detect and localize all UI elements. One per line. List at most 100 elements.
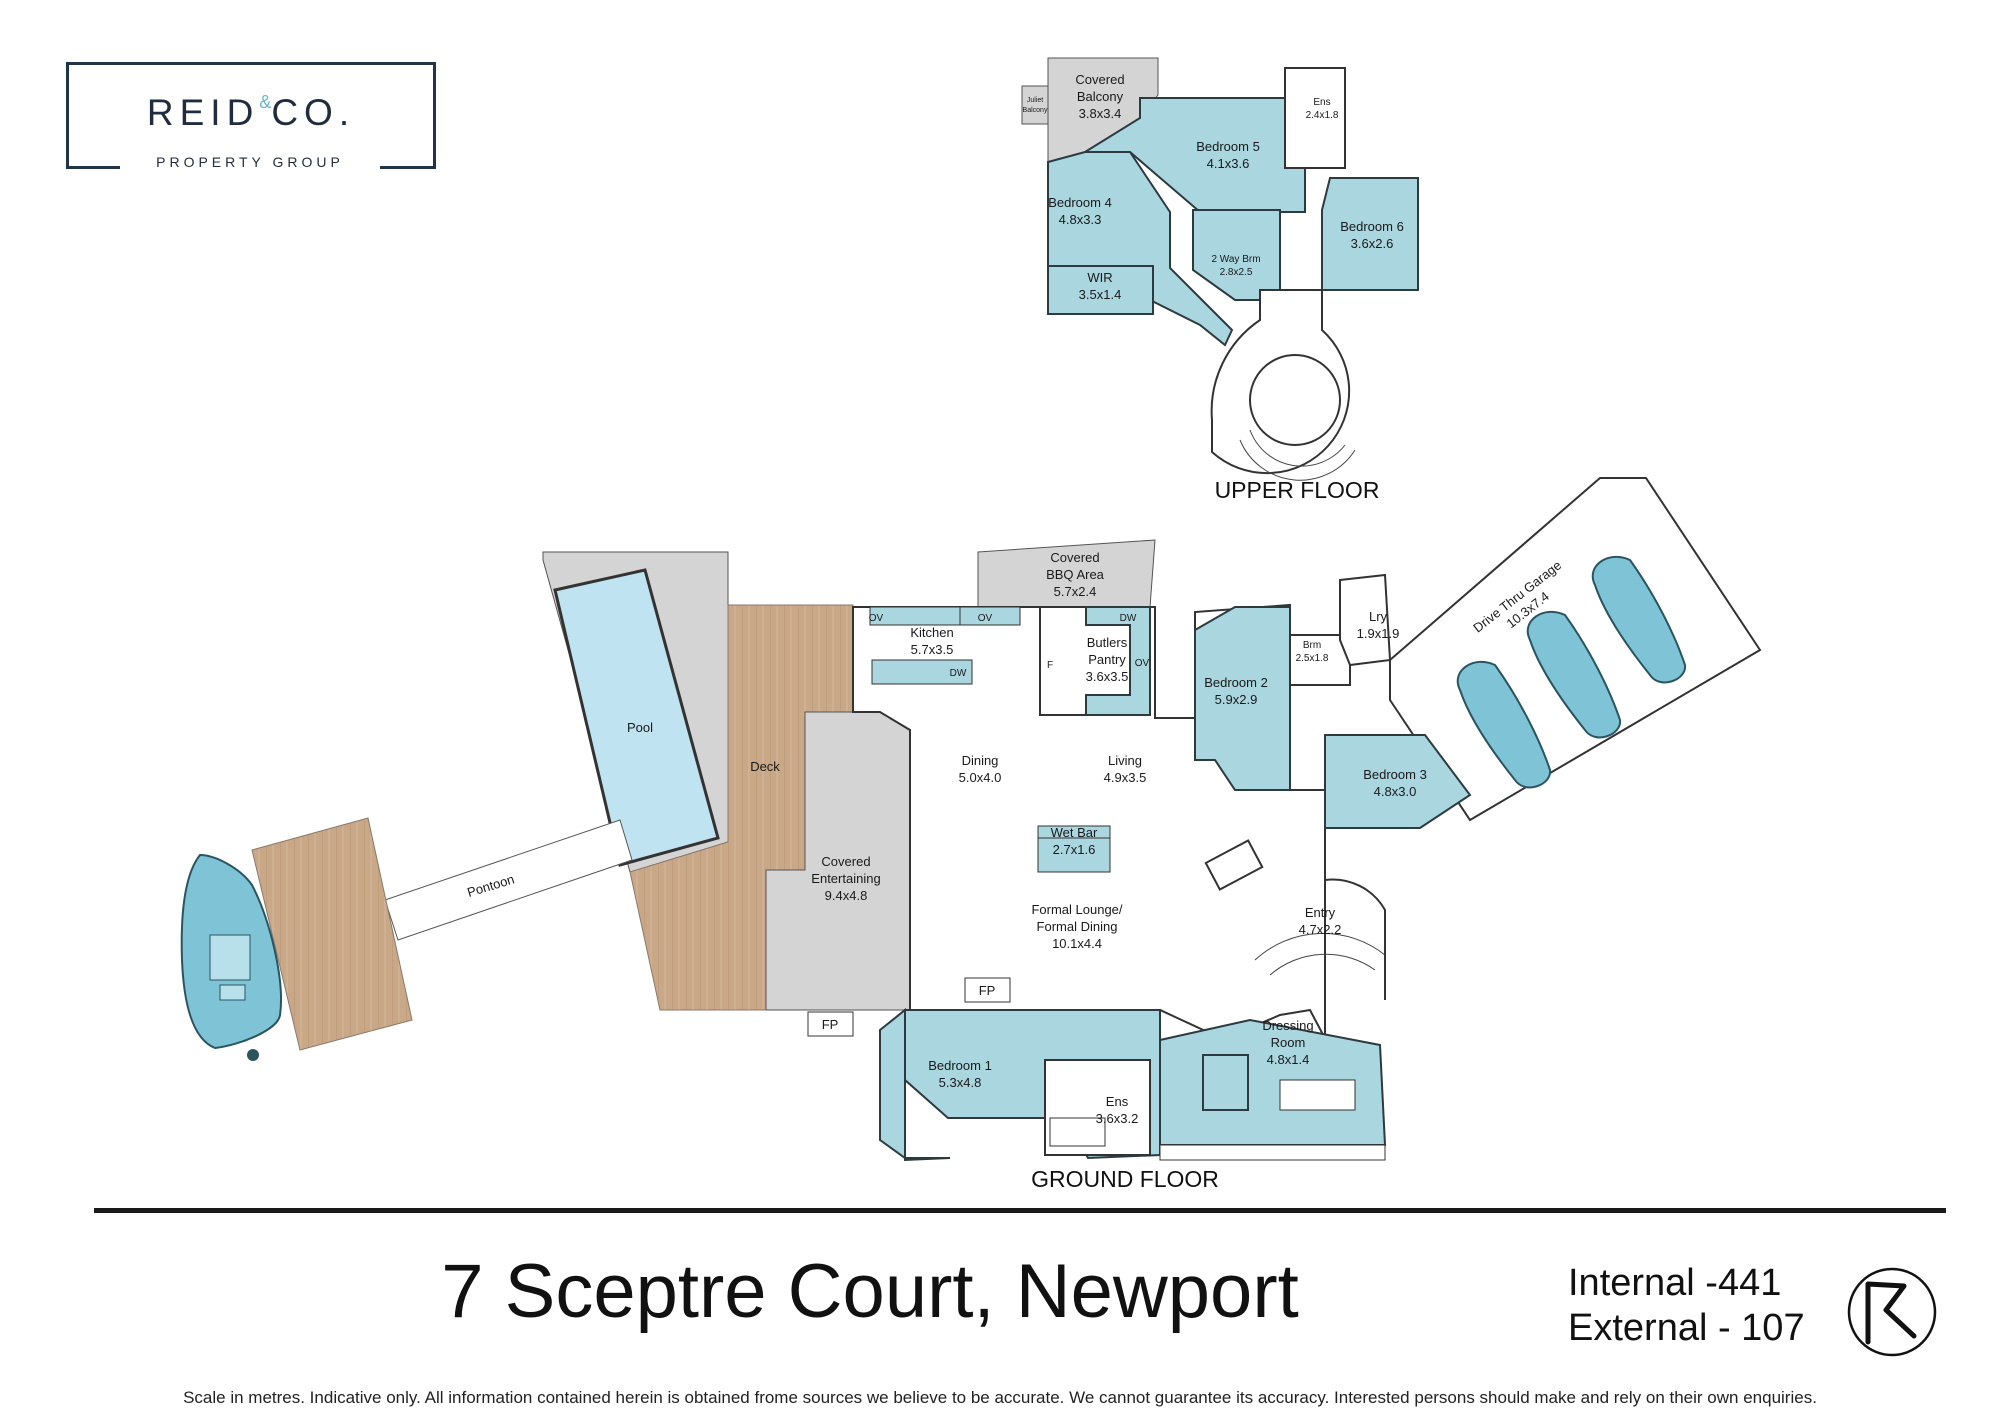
stair-well bbox=[1249, 354, 1341, 446]
property-address: 7 Sceptre Court, Newport bbox=[441, 1249, 1299, 1334]
fireplace-label-1: FP bbox=[979, 983, 996, 998]
two-way-brm-name: 2 Way Brm bbox=[1211, 254, 1260, 265]
compass-north-icon bbox=[1847, 1267, 1937, 1357]
car-icon bbox=[1456, 660, 1552, 789]
logo-frame-edge bbox=[433, 62, 436, 169]
dressing-name-1: Dressing bbox=[1262, 1018, 1313, 1033]
covered-entertaining-name-1: Covered bbox=[821, 854, 870, 869]
kitchen-island bbox=[871, 659, 973, 685]
entry-dim: 4.7x2.2 bbox=[1299, 922, 1342, 937]
stair-treads-2 bbox=[1239, 439, 1356, 481]
entry-curve-wall bbox=[1324, 878, 1386, 1000]
formal-name-2: Formal Dining bbox=[1037, 919, 1118, 934]
bedroom-1-name: Bedroom 1 bbox=[928, 1058, 992, 1073]
bedroom-2-dim: 5.9x2.9 bbox=[1215, 692, 1258, 707]
internal-area: Internal -441 bbox=[1568, 1262, 1782, 1304]
pontoon bbox=[384, 819, 633, 941]
dining-name: Dining bbox=[962, 753, 999, 768]
bathtub bbox=[1049, 1117, 1106, 1147]
disclaimer-text: Scale in metres. Indicative only. All in… bbox=[183, 1388, 1817, 1407]
dressing-dim: 4.8x1.4 bbox=[1267, 1052, 1310, 1067]
ens-upper-area bbox=[1284, 67, 1346, 169]
wir-area bbox=[1047, 265, 1154, 315]
bedroom-6-dim: 3.6x2.6 bbox=[1351, 236, 1394, 251]
dressing-room-area bbox=[1159, 1018, 1387, 1146]
lry-name: Lry bbox=[1369, 609, 1388, 624]
ens-1-dim: 3.6x3.2 bbox=[1096, 1111, 1139, 1126]
dishwasher-label-1: DW bbox=[950, 668, 967, 679]
formal-name-1: Formal Lounge/ bbox=[1031, 902, 1122, 917]
fridge-label: F bbox=[1047, 660, 1053, 671]
kitchen-back-bench bbox=[869, 606, 961, 626]
car-icon bbox=[1591, 555, 1687, 684]
bedroom-2-area bbox=[1194, 606, 1291, 791]
oven-label-3: OV bbox=[1135, 658, 1150, 669]
entry-stair bbox=[1254, 932, 1386, 961]
brand-name-right: CO. bbox=[271, 92, 356, 133]
ens-upper-name: Ens bbox=[1313, 97, 1330, 108]
covered-bbq-dim: 5.7x2.4 bbox=[1054, 584, 1097, 599]
jetty-deck bbox=[251, 817, 413, 1051]
entry-stair-2 bbox=[1269, 953, 1376, 976]
lry-dim: 1.9x1.9 bbox=[1357, 626, 1400, 641]
fireplace-indoor bbox=[964, 977, 1011, 1003]
living-name: Living bbox=[1108, 753, 1142, 768]
oven-label-1: OV bbox=[869, 613, 884, 624]
bedroom-3-name: Bedroom 3 bbox=[1363, 767, 1427, 782]
bedroom-6-name: Bedroom 6 bbox=[1340, 219, 1404, 234]
two-way-brm-area bbox=[1192, 209, 1281, 301]
brand-logo: REID&CO. bbox=[66, 92, 436, 134]
kitchen-dim: 5.7x3.5 bbox=[911, 642, 954, 657]
bedroom-4-name: Bedroom 4 bbox=[1048, 195, 1112, 210]
oven-label-2: OV bbox=[978, 613, 993, 624]
juliet-balcony-area bbox=[1021, 85, 1049, 125]
dressing-island bbox=[1279, 1079, 1356, 1111]
ground-floor: OV OV DW DW OV F FP FP Covered BBQ Area … bbox=[180, 477, 1762, 1192]
bedroom-6-area bbox=[1321, 177, 1419, 291]
brand-tagline: PROPERTY GROUP bbox=[120, 154, 380, 170]
stair-treads bbox=[1249, 429, 1346, 467]
bedroom-5-area bbox=[1081, 97, 1306, 213]
juliet-balcony-name-1: Juliet bbox=[1027, 97, 1043, 104]
covered-bbq-name-2: BBQ Area bbox=[1046, 567, 1105, 582]
bedroom-2-name: Bedroom 2 bbox=[1204, 675, 1268, 690]
lry-area bbox=[1339, 573, 1392, 667]
ground-floor-title: GROUND FLOOR bbox=[1031, 1166, 1219, 1192]
external-area: External - 107 bbox=[1568, 1307, 1805, 1349]
covered-entertaining-dim: 9.4x4.8 bbox=[825, 888, 868, 903]
pool-name: Pool bbox=[627, 720, 653, 735]
formal-dim: 10.1x4.4 bbox=[1052, 936, 1102, 951]
brand-name-left: REID bbox=[146, 92, 260, 133]
dressing-robes bbox=[1159, 1144, 1386, 1161]
dining-dim: 5.0x4.0 bbox=[959, 770, 1002, 785]
bedroom-4-dim: 4.8x3.3 bbox=[1059, 212, 1102, 227]
footer-rule bbox=[94, 1208, 1946, 1213]
juliet-balcony-name-2: Balcony bbox=[1023, 107, 1048, 114]
covered-entertaining-name-2: Entertaining bbox=[811, 871, 880, 886]
wir-name: WIR bbox=[1087, 270, 1112, 285]
bedroom-5-name: Bedroom 5 bbox=[1196, 139, 1260, 154]
brm-dim: 2.5x1.8 bbox=[1296, 653, 1329, 664]
coffee-table bbox=[1204, 839, 1264, 891]
wet-bar-dim: 2.7x1.6 bbox=[1053, 842, 1096, 857]
bedroom-3-area bbox=[1324, 734, 1472, 829]
two-way-brm-dim: 2.8x2.5 bbox=[1220, 267, 1253, 278]
butlers-pantry-dim: 3.6x3.5 bbox=[1086, 669, 1129, 684]
bedroom-1-west bbox=[879, 1007, 951, 1162]
ens-upper-dim: 2.4x1.8 bbox=[1306, 110, 1339, 121]
covered-balcony-name-2: Balcony bbox=[1077, 89, 1124, 104]
brm-area bbox=[1289, 634, 1351, 686]
kitchen-name: Kitchen bbox=[910, 625, 953, 640]
butlers-pantry-name-2: Pantry bbox=[1088, 652, 1126, 667]
car-icon bbox=[1526, 610, 1622, 739]
wir-dim: 3.5x1.4 bbox=[1079, 287, 1122, 302]
wet-bar bbox=[1037, 837, 1111, 873]
covered-balcony-name-1: Covered bbox=[1075, 72, 1124, 87]
dishwasher-label-2: DW bbox=[1120, 613, 1137, 624]
wet-bar-name: Wet Bar bbox=[1051, 825, 1098, 840]
bedroom-5-dim: 4.1x3.6 bbox=[1207, 156, 1250, 171]
boat-icon bbox=[180, 853, 282, 1061]
upper-floor-title: UPPER FLOOR bbox=[1215, 477, 1380, 503]
living-dim: 4.9x3.5 bbox=[1104, 770, 1147, 785]
